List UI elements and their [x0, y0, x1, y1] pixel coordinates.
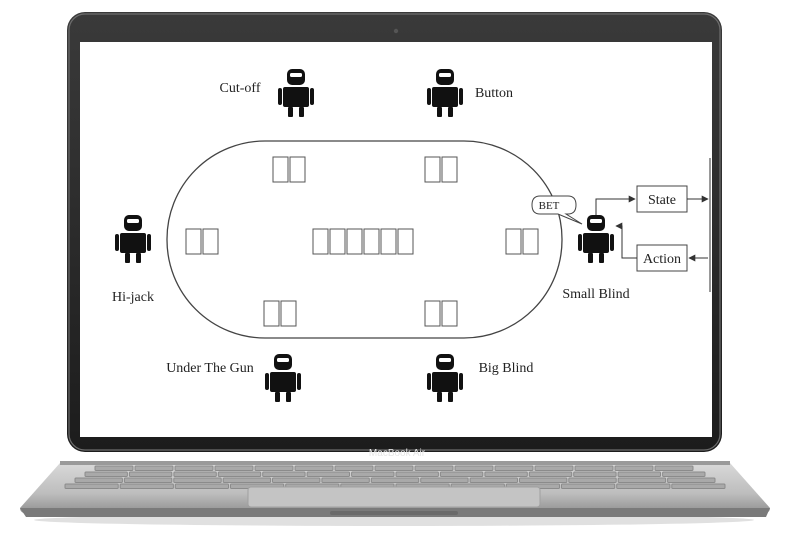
card-slot-cut-off [272, 156, 289, 183]
keyboard-key[interactable] [214, 465, 254, 471]
player-label-cut-off: Cut-off [220, 81, 261, 96]
keyboard-key[interactable] [128, 471, 173, 477]
card-slot-button [441, 156, 458, 183]
action-label: Action [643, 252, 681, 267]
keyboard-key[interactable] [174, 465, 214, 471]
community-card-slot [397, 228, 414, 255]
keyboard-key[interactable] [351, 471, 395, 477]
bet-speech-bubble [531, 195, 583, 225]
keyboard-key[interactable] [217, 471, 262, 477]
player-label-button: Button [475, 86, 513, 101]
keyboard-key[interactable] [254, 465, 294, 471]
keyboard-key[interactable] [484, 471, 528, 477]
community-card-slot [312, 228, 329, 255]
keyboard-key[interactable] [568, 477, 617, 483]
card-slot-cut-off [289, 156, 306, 183]
keyboard-key[interactable] [173, 471, 217, 477]
robot-to-state-arrow [595, 195, 636, 215]
state-label: State [648, 193, 676, 208]
keyboard-key[interactable] [84, 471, 128, 477]
keyboard-key[interactable] [395, 471, 439, 477]
keyboard-key[interactable] [306, 471, 351, 477]
keyboard-key[interactable] [439, 471, 484, 477]
keyboard-key[interactable] [222, 477, 272, 483]
keyboard-key[interactable] [469, 477, 519, 483]
player-label-under-the-gun: Under The Gun [166, 361, 254, 376]
keyboard-key[interactable] [617, 477, 667, 483]
card-slot-hi-jack [185, 228, 202, 255]
keyboard-key[interactable] [573, 471, 617, 477]
keyboard-key[interactable] [272, 477, 321, 483]
keyboard-key[interactable] [654, 465, 694, 471]
keyboard-key[interactable] [119, 483, 174, 489]
keyboard-key[interactable] [617, 471, 661, 477]
keyboard-key[interactable] [454, 465, 494, 471]
keyboard-key[interactable] [561, 483, 616, 489]
action-to-robot-arrow [615, 222, 637, 259]
keyboard-key[interactable] [134, 465, 174, 471]
community-card-slot [380, 228, 397, 255]
keyboard-key[interactable] [294, 465, 334, 471]
keyboard-key[interactable] [374, 465, 414, 471]
keyboard-key[interactable] [123, 477, 173, 483]
trackpad[interactable] [247, 486, 541, 508]
keyboard-key[interactable] [519, 477, 568, 483]
keyboard-key[interactable] [64, 483, 119, 489]
state-box [636, 185, 688, 213]
poker-table [166, 140, 563, 339]
card-slot-big-blind [424, 300, 441, 327]
player-label-hi-jack: Hi-jack [112, 290, 154, 305]
keyboard-key[interactable] [534, 465, 574, 471]
poker-diagram: Cut-off Button Hi-jack Small Blind Under… [112, 69, 711, 402]
keyboard-key[interactable] [494, 465, 534, 471]
keyboard-key[interactable] [662, 471, 706, 477]
connector-lines [595, 158, 711, 292]
player-label-small-blind: Small Blind [562, 287, 629, 302]
keyboard-key[interactable] [334, 465, 374, 471]
keyboard-key[interactable] [667, 477, 716, 483]
player-label-big-blind: Big Blind [479, 361, 534, 376]
community-card-slot [346, 228, 363, 255]
keyboard-key[interactable] [614, 465, 654, 471]
keyboard-key[interactable] [574, 465, 614, 471]
card-slot-small-blind [505, 228, 522, 255]
keyboard-key[interactable] [173, 477, 222, 483]
card-slot-under-the-gun [263, 300, 280, 327]
card-slot-big-blind [441, 300, 458, 327]
hinge-notch [330, 511, 458, 515]
community-card-slot [363, 228, 380, 255]
keyboard-key[interactable] [262, 471, 306, 477]
community-card-slot [329, 228, 346, 255]
webcam-icon [393, 28, 399, 34]
keyboard-key[interactable] [370, 477, 420, 483]
keyboard-key[interactable] [321, 477, 370, 483]
keyboard-key[interactable] [671, 483, 726, 489]
card-slot-button [424, 156, 441, 183]
card-slots [185, 156, 539, 327]
keyboard-key[interactable] [74, 477, 123, 483]
keyboard-key[interactable] [414, 465, 454, 471]
card-slot-under-the-gun [280, 300, 297, 327]
bet-label: BET [539, 200, 560, 212]
keyboard-key[interactable] [616, 483, 671, 489]
keyboard-key[interactable] [94, 465, 134, 471]
card-slot-small-blind [522, 228, 539, 255]
keyboard-key[interactable] [174, 483, 230, 489]
model-label: MacBook Air [369, 448, 426, 459]
keyboard-key[interactable] [420, 477, 469, 483]
keyboard-key[interactable] [528, 471, 573, 477]
card-slot-hi-jack [202, 228, 219, 255]
